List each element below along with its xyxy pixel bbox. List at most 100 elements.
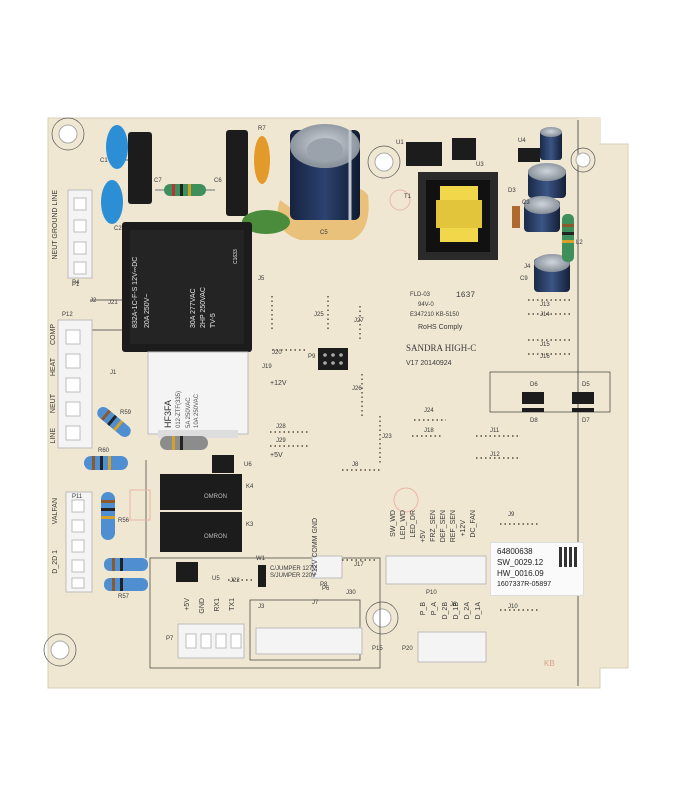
relay-white-line3: 5A 250VAC xyxy=(186,397,192,428)
ref-j8: J8 xyxy=(352,462,359,468)
ref-p4: P4 xyxy=(72,280,80,286)
connector-p4 xyxy=(67,189,93,279)
capacitor-c5 xyxy=(290,124,360,220)
label-comp: COMP xyxy=(50,324,57,345)
connector-p20 xyxy=(417,631,487,663)
sticker-line-4: 1607337R-05897 xyxy=(497,581,552,588)
capacitor-c3 xyxy=(524,196,560,232)
ref-j2: J2 xyxy=(90,298,97,304)
resistor-r57 xyxy=(104,578,148,591)
ref-d6: D6 xyxy=(530,382,538,388)
serial-sticker: 64800638 SW_0029.12 HW_0016.09 1607337R-… xyxy=(490,542,584,596)
capacitor-c9 xyxy=(534,254,570,292)
ref-j23: J23 xyxy=(382,434,392,440)
ref-r57: R57 xyxy=(118,594,130,600)
marking-date-code: 1637 xyxy=(456,291,476,300)
ref-j22: J22 xyxy=(230,578,240,584)
capacitor-c2 xyxy=(101,180,123,224)
ref-p6: P6 xyxy=(322,586,330,592)
label-neut: NEUT xyxy=(50,394,57,414)
ref-d3: D3 xyxy=(508,188,516,194)
sticker-qr-code xyxy=(559,547,579,567)
ref-p10: P10 xyxy=(426,590,437,596)
ref-c3: C3 xyxy=(522,200,530,206)
relay-large-line4: 2HP 250VAC xyxy=(200,287,207,328)
ref-j12: J12 xyxy=(490,452,500,458)
ref-j13: J13 xyxy=(540,302,550,308)
ref-d5: D5 xyxy=(582,382,590,388)
resistor-r56 xyxy=(104,558,148,571)
marking-version: V17 20140924 xyxy=(406,360,452,367)
connector-p11 xyxy=(65,491,93,593)
ref-u1: U1 xyxy=(396,140,404,146)
ref-j1: J1 xyxy=(110,370,117,376)
ref-j15: J15 xyxy=(540,342,550,348)
relay-large-line2: 20A 250V~ xyxy=(144,293,151,328)
marking-kb: KB xyxy=(544,659,555,668)
ref-j26: J26 xyxy=(352,386,362,392)
transformer-t1 xyxy=(418,172,498,260)
ref-r7: R7 xyxy=(258,126,266,132)
pin-frz-sen: FRZ_SEN xyxy=(430,510,437,542)
ref-j7: J7 xyxy=(312,600,319,606)
ref-j29: J29 xyxy=(276,438,286,444)
connector-p12 xyxy=(57,319,93,449)
ic-u1 xyxy=(406,142,442,166)
ref-p1: P1 xyxy=(72,282,80,288)
ref-j9: J9 xyxy=(508,512,515,518)
ref-j6: J6 xyxy=(450,602,457,608)
capacitor-small-1 xyxy=(540,127,562,160)
ref-u5: U5 xyxy=(212,576,220,582)
relay-white xyxy=(147,351,249,438)
marking-rohs: RoHS Comply xyxy=(418,324,463,331)
pin-def-sen: DEF_SEN xyxy=(440,510,447,543)
label-valfan: VALFAN xyxy=(52,498,59,525)
marking-jumper-1: C/JUMPER 127V xyxy=(270,566,317,572)
ref-j3: J3 xyxy=(258,604,265,610)
ref-p15: P15 xyxy=(372,646,383,652)
marking-e-number: E347210 KB-5150 xyxy=(410,312,460,318)
sticker-line-3: HW_0016.09 xyxy=(497,569,544,578)
ref-p8: P8 xyxy=(320,582,328,588)
ref-p12: P12 xyxy=(62,312,73,318)
connector-p8 xyxy=(311,555,343,579)
marking-fld-sub: 94V-0 xyxy=(418,302,434,308)
pin-uart-5v: +5V xyxy=(184,598,191,611)
pin-p-a: P_A xyxy=(431,602,438,616)
label-heat: HEAT xyxy=(50,358,57,377)
pin-uart-gnd: GND xyxy=(199,598,206,614)
ref-j5: J5 xyxy=(258,276,265,282)
connector-p15 xyxy=(255,627,363,655)
relay-white-line4: 10A 250VAC xyxy=(194,394,200,428)
ref-d7: D7 xyxy=(582,418,590,424)
ref-c7: C7 xyxy=(154,178,162,184)
pin-d-2b: D_2B xyxy=(442,602,449,620)
ref-u4: U4 xyxy=(518,138,526,144)
ref-l2: L2 xyxy=(576,240,583,246)
ref-c6: C6 xyxy=(214,178,222,184)
connector-p10 xyxy=(385,555,487,585)
pin-led-wd: LED_WD xyxy=(400,510,407,540)
ref-c9: C9 xyxy=(520,276,528,282)
mounting-holes xyxy=(43,117,596,667)
diode-d5 xyxy=(572,392,594,404)
relay-k4-text: OMRON xyxy=(204,494,227,500)
marking-jumper-2: S/JUMPER 220V xyxy=(270,573,317,579)
ref-c5: C5 xyxy=(320,230,328,236)
ref-j4: J4 xyxy=(524,264,531,270)
ref-p11: P11 xyxy=(72,494,83,500)
ref-j28: J28 xyxy=(276,424,286,430)
label-line: LINE xyxy=(50,428,57,444)
ref-c2: C2 xyxy=(114,226,122,232)
relay-large-line6: C1633 xyxy=(233,249,239,264)
ref-u3: U3 xyxy=(476,162,484,168)
label-12v-comm-gnd: +12V COMM GND xyxy=(312,518,319,577)
marking-fld: FLD-03 xyxy=(410,292,431,298)
ref-j14: J14 xyxy=(540,312,550,318)
diode-d3 xyxy=(512,206,520,228)
pin-led-dr: LED_DR xyxy=(410,510,417,538)
ref-p9: P9 xyxy=(308,354,316,360)
ref-r59: R59 xyxy=(120,410,132,416)
relay-white-line1: HF3FA xyxy=(163,399,173,428)
